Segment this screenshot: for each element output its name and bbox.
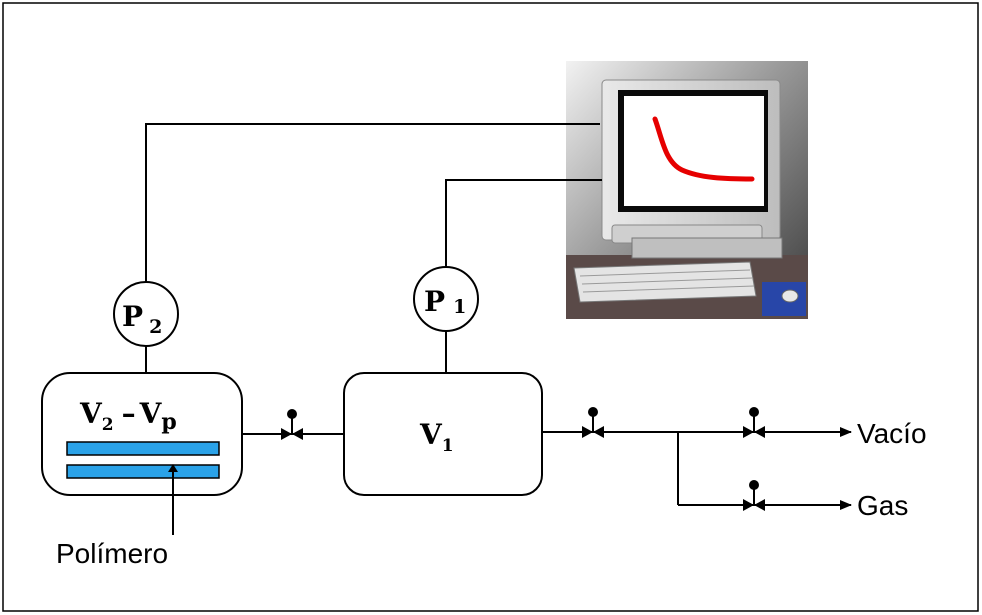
polymer-layer-top: [66, 441, 220, 456]
mouse: [781, 289, 799, 303]
p1-label: P: [424, 285, 445, 318]
svg-text:P1: P1: [424, 285, 466, 318]
polymer-label: Polímero: [56, 538, 168, 569]
p2-subscript: 2: [149, 316, 162, 338]
computer-image: [566, 61, 808, 319]
p1-subscript: 1: [453, 296, 466, 318]
monitor-screen: [624, 96, 764, 206]
decay-curve: [652, 116, 755, 182]
gas-label: Gas: [857, 490, 908, 521]
reference-chamber: V1: [343, 372, 543, 496]
p2-label: P: [122, 300, 143, 333]
sample-chamber: V2–Vp: [41, 372, 243, 535]
signal-wire-p2: [145, 123, 600, 282]
vacuum-label: Vacío: [857, 418, 927, 449]
signal-wire-p1: [445, 179, 602, 267]
keyboard: [573, 261, 757, 303]
reference-chamber-label: V1: [419, 418, 454, 456]
svg-text:P2: P2: [122, 300, 162, 338]
sample-chamber-label: V2–Vp: [79, 397, 177, 435]
polymer-layer-bottom: [66, 464, 220, 479]
